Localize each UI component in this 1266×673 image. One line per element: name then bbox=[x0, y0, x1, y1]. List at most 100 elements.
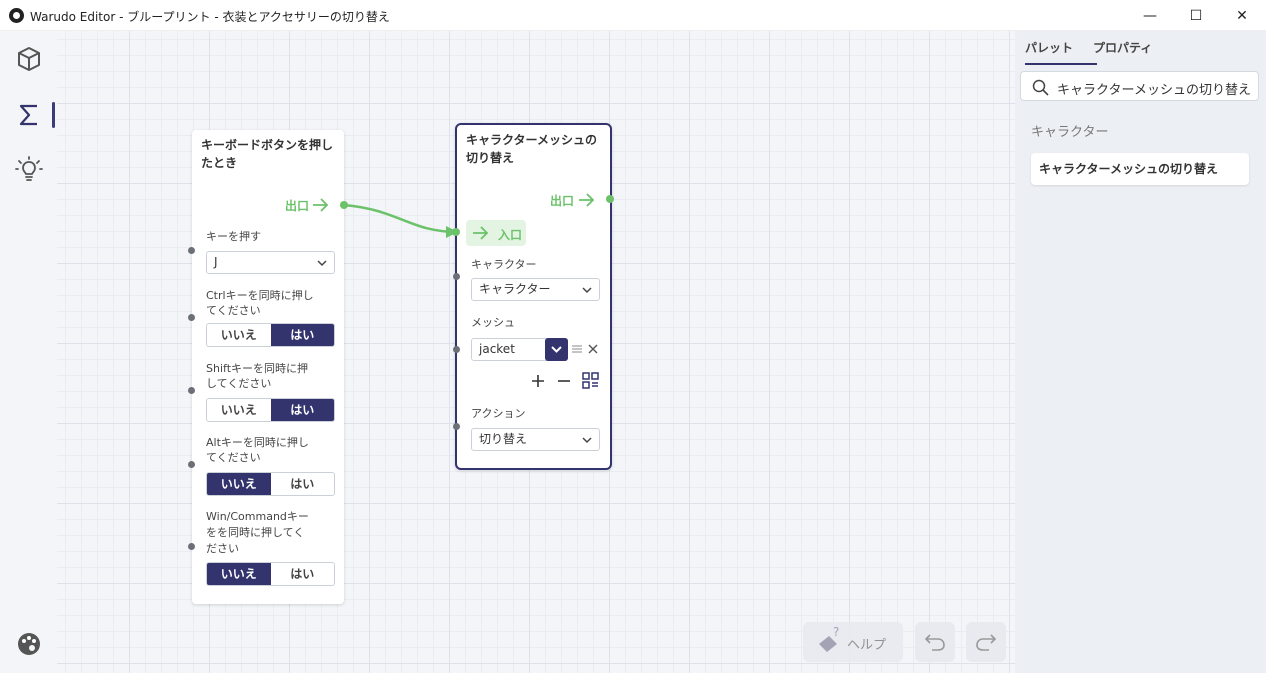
lightbulb-icon bbox=[14, 156, 43, 181]
title-bar: Warudo Editor - ブループリント - 衣装とアクセサリーの切り替え… bbox=[0, 0, 1266, 31]
action-select-value: 切り替え bbox=[479, 432, 528, 446]
character-input-port[interactable] bbox=[453, 273, 460, 280]
action-label: アクション bbox=[471, 407, 526, 420]
svg-text:?: ? bbox=[833, 626, 839, 639]
window-title: Warudo Editor - ブループリント - 衣装とアクセサリーの切り替え bbox=[30, 10, 390, 24]
help-label: ヘルプ bbox=[847, 638, 887, 653]
mesh-label: メッシュ bbox=[471, 316, 515, 329]
remove-item-icon[interactable] bbox=[588, 344, 598, 354]
help-book-icon: ? bbox=[819, 626, 839, 652]
node-character-mesh-toggle[interactable]: キャラクターメッシュの 切り替え 出口 入口 キャラクター キャラクター メッシ… bbox=[455, 123, 612, 470]
alt-yes-option[interactable]: はい bbox=[290, 477, 315, 491]
category-heading: キャラクター bbox=[1031, 125, 1109, 140]
tab-palette[interactable]: パレット bbox=[1025, 41, 1074, 55]
out-port[interactable] bbox=[340, 201, 348, 209]
active-indicator bbox=[52, 102, 55, 128]
node-title-line1: キャラクターメッシュの bbox=[466, 133, 598, 147]
palette-icon bbox=[17, 633, 40, 655]
ctrl-label-line2: てください bbox=[206, 304, 261, 317]
alt-label-line2: てください bbox=[206, 451, 261, 464]
help-button[interactable]: ? ヘルプ bbox=[803, 622, 903, 662]
win-label-line2: をを同時に押してく bbox=[206, 526, 305, 539]
alt-no-option[interactable]: いいえ bbox=[207, 473, 271, 495]
win-no-option[interactable]: いいえ bbox=[207, 563, 271, 585]
out-port[interactable] bbox=[606, 195, 614, 203]
win-input-port[interactable] bbox=[188, 543, 195, 550]
key-select[interactable]: J bbox=[206, 251, 335, 274]
mesh-select[interactable]: jacket bbox=[471, 338, 568, 361]
close-button[interactable]: ✕ bbox=[1236, 7, 1248, 24]
out-label: 出口 bbox=[550, 194, 575, 208]
shift-no-option[interactable]: いいえ bbox=[220, 403, 257, 417]
arrow-right-icon bbox=[579, 193, 595, 207]
mesh-dropdown-button[interactable] bbox=[545, 338, 568, 361]
mesh-input-port[interactable] bbox=[453, 346, 460, 353]
shift-label-line1: Shiftキーを同時に押 bbox=[206, 362, 309, 375]
shift-toggle[interactable]: いいえ はい bbox=[206, 398, 335, 422]
chevron-down-icon bbox=[317, 260, 327, 267]
rail-item-blueprints[interactable] bbox=[0, 90, 57, 140]
undo-button[interactable] bbox=[915, 622, 955, 662]
rail-item-scene[interactable] bbox=[0, 34, 57, 84]
character-select-value: キャラクター bbox=[479, 282, 551, 296]
mesh-select-value: jacket bbox=[479, 342, 515, 356]
key-select-value: J bbox=[214, 255, 218, 269]
node-title-line1: キーボードボタンを押し bbox=[201, 138, 334, 152]
search-input[interactable]: キャラクターメッシュの切り替え bbox=[1020, 71, 1259, 101]
ctrl-toggle[interactable]: いいえ はい bbox=[206, 323, 335, 347]
key-label: キーを押す bbox=[206, 230, 261, 243]
in-port-pill: 入口 bbox=[466, 220, 526, 246]
win-label-line1: Win/Commandキー bbox=[206, 510, 309, 523]
win-label-line3: ださい bbox=[206, 542, 239, 555]
ctrl-label-line1: Ctrlキーを同時に押し bbox=[206, 289, 314, 302]
minimize-button[interactable]: — bbox=[1143, 7, 1157, 24]
shift-input-port[interactable] bbox=[188, 387, 195, 394]
active-tab-indicator bbox=[1025, 63, 1097, 65]
win-yes-option[interactable]: はい bbox=[290, 567, 315, 581]
maximize-button[interactable]: ☐ bbox=[1189, 7, 1203, 24]
shift-yes-option[interactable]: はい bbox=[270, 399, 334, 421]
shift-label-line2: してください bbox=[206, 377, 272, 390]
left-rail bbox=[0, 31, 57, 673]
in-label: 入口 bbox=[498, 228, 523, 242]
minus-icon[interactable] bbox=[557, 374, 571, 388]
sigma-icon bbox=[19, 104, 37, 126]
character-select[interactable]: キャラクター bbox=[471, 278, 600, 301]
arrow-right-icon bbox=[473, 226, 489, 240]
action-select[interactable]: 切り替え bbox=[471, 428, 600, 451]
ctrl-no-option[interactable]: いいえ bbox=[220, 328, 257, 342]
ctrl-input-port[interactable] bbox=[188, 314, 195, 321]
cube-icon bbox=[17, 47, 40, 71]
grid-select-icon[interactable] bbox=[582, 372, 599, 389]
redo-icon bbox=[976, 634, 997, 651]
rail-item-theme[interactable] bbox=[0, 619, 57, 669]
in-port[interactable] bbox=[452, 228, 460, 236]
warudo-logo-icon bbox=[9, 8, 24, 23]
chevron-down-icon bbox=[582, 437, 592, 444]
ctrl-yes-option[interactable]: はい bbox=[270, 324, 334, 346]
win-toggle[interactable]: いいえ はい bbox=[206, 562, 335, 586]
alt-label-line1: Altキーを同時に押し bbox=[206, 436, 309, 449]
alt-input-port[interactable] bbox=[188, 461, 195, 468]
search-value: キャラクターメッシュの切り替え bbox=[1057, 83, 1251, 98]
key-input-port[interactable] bbox=[188, 247, 195, 254]
out-label: 出口 bbox=[285, 199, 310, 213]
action-input-port[interactable] bbox=[453, 423, 460, 430]
chevron-down-icon bbox=[582, 287, 592, 294]
undo-icon bbox=[924, 634, 945, 651]
right-panel: パレット プロパティ キャラクターメッシュの切り替え キャラクター キャラクター… bbox=[1015, 31, 1266, 673]
node-title-line2: たとき bbox=[201, 156, 238, 170]
alt-toggle[interactable]: いいえ はい bbox=[206, 472, 335, 496]
rail-item-onboarding[interactable] bbox=[0, 145, 57, 195]
palette-result-item[interactable]: キャラクターメッシュの切り替え bbox=[1031, 153, 1249, 185]
tab-properties[interactable]: プロパティ bbox=[1093, 41, 1153, 55]
node-title-line2: 切り替え bbox=[466, 151, 515, 165]
chevron-down-icon bbox=[551, 346, 562, 353]
plus-icon[interactable] bbox=[531, 374, 545, 388]
arrow-right-icon bbox=[313, 198, 329, 212]
node-keyboard-button-pressed[interactable]: キーボードボタンを押し たとき 出口 キーを押す J Ctrlキーを同時に押し … bbox=[192, 130, 344, 604]
drag-handle-icon[interactable] bbox=[572, 344, 582, 354]
redo-button[interactable] bbox=[966, 622, 1006, 662]
character-label: キャラクター bbox=[471, 258, 537, 271]
search-icon bbox=[1032, 79, 1049, 96]
